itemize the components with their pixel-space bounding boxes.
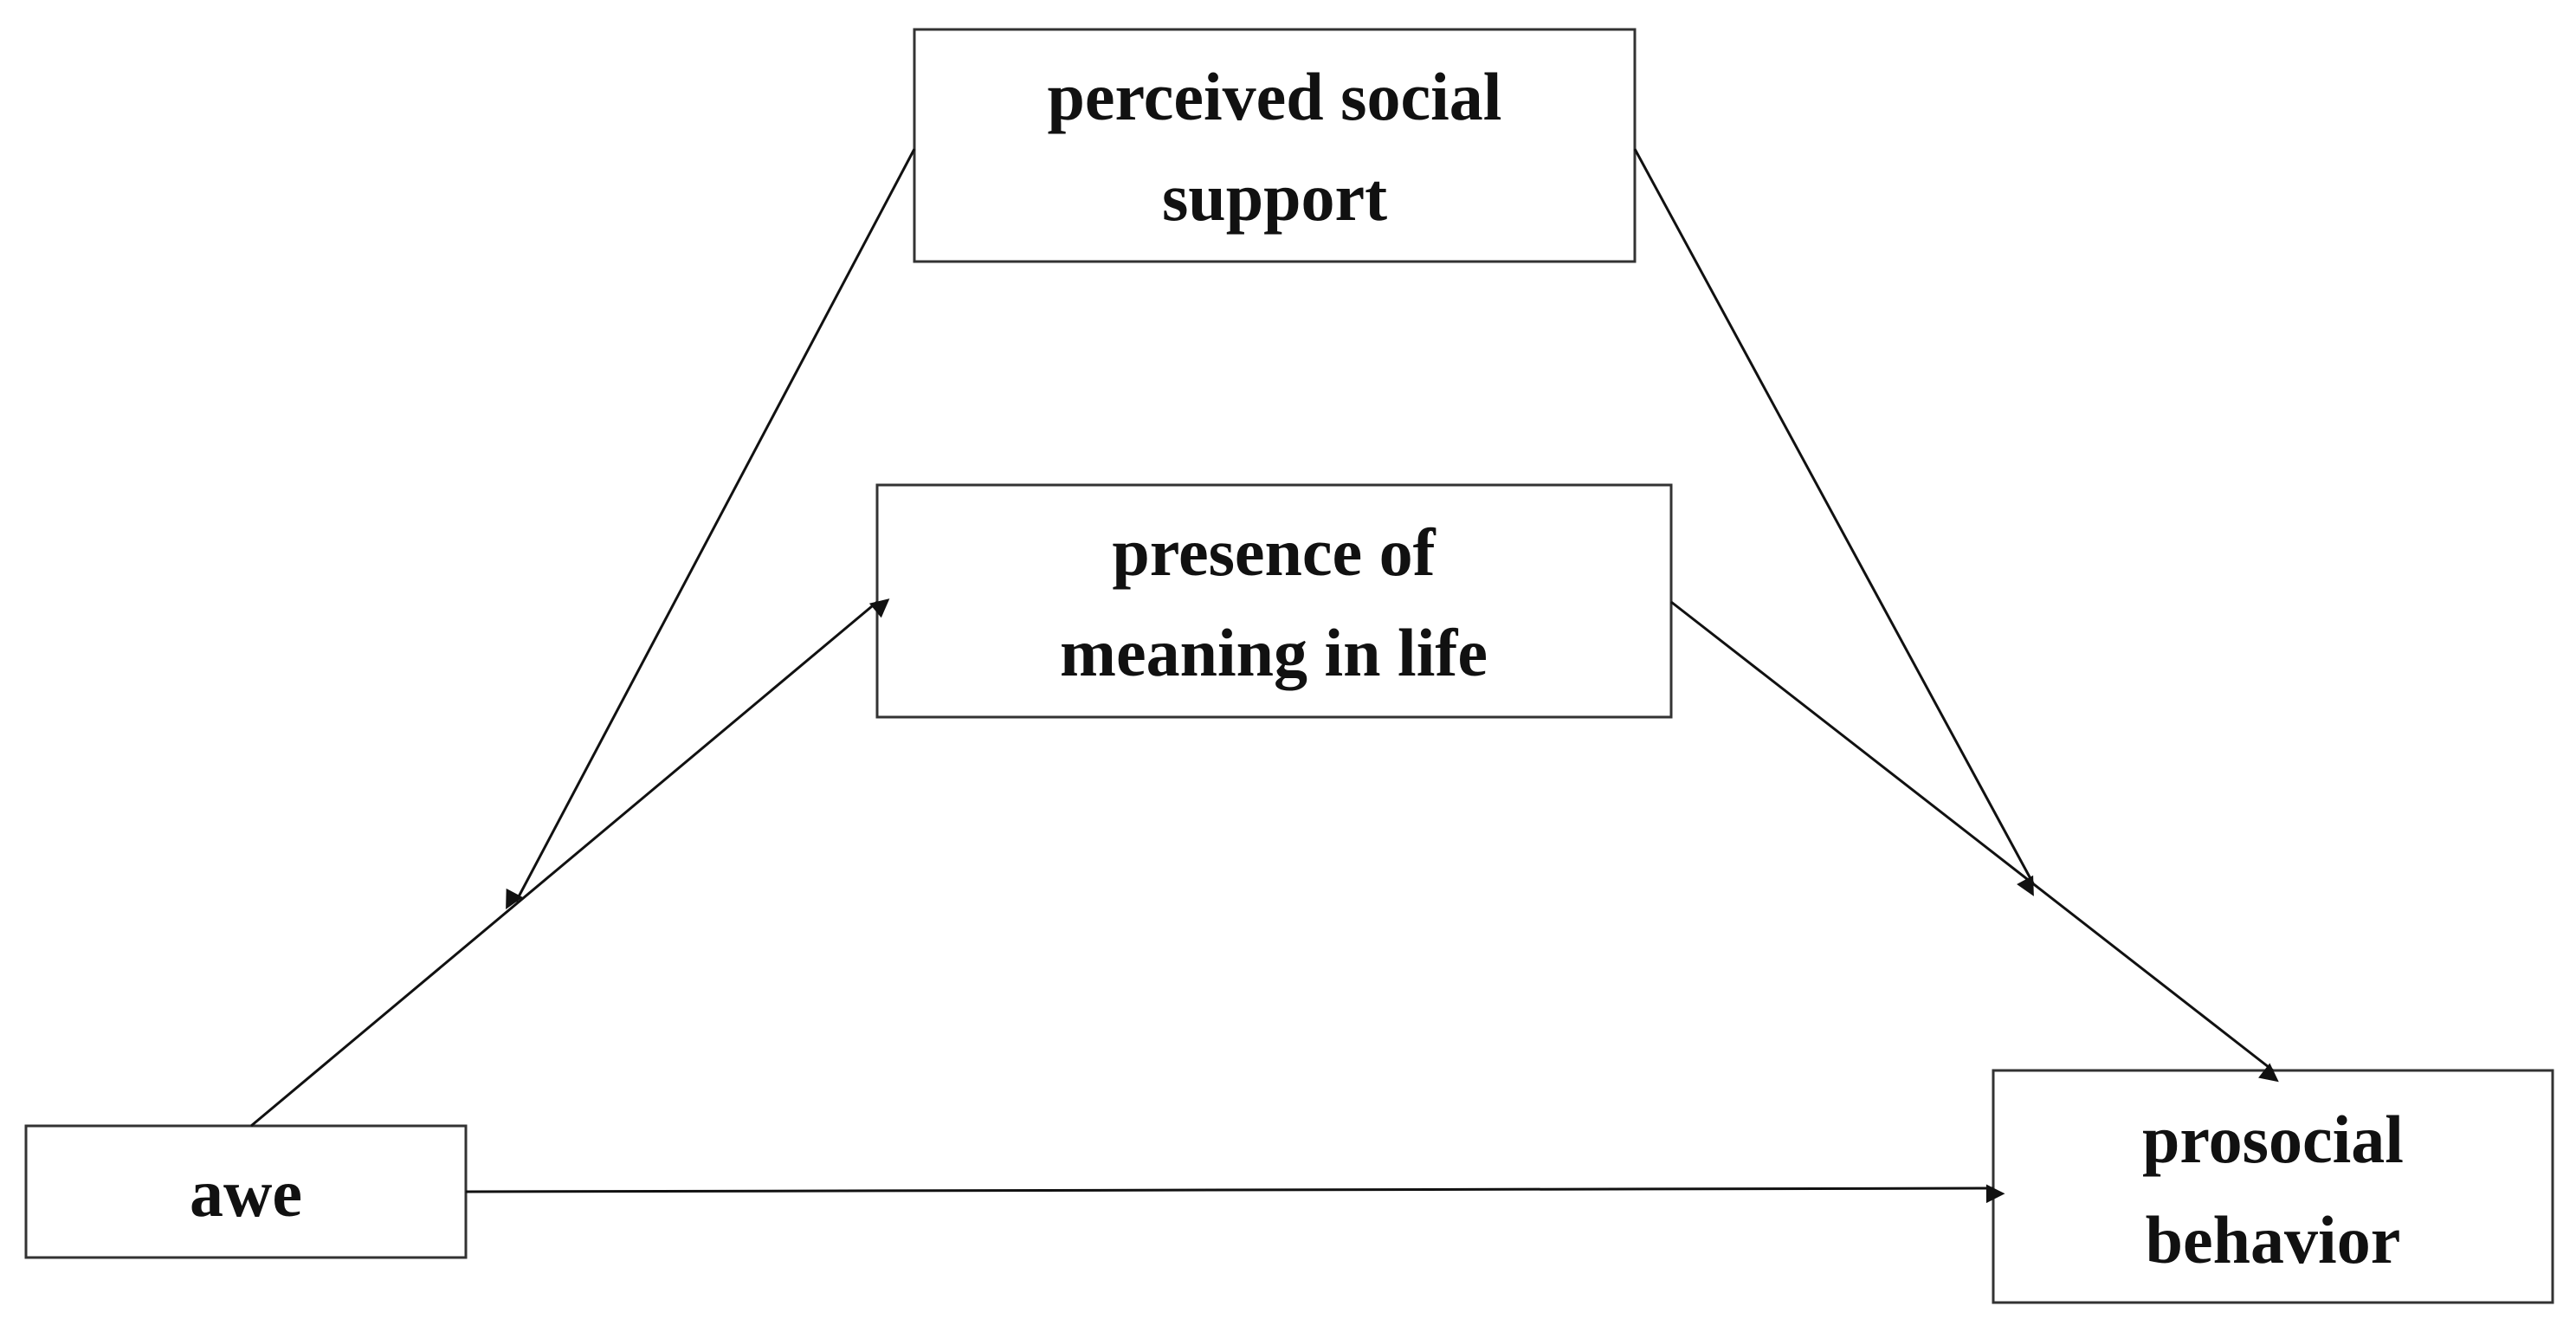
node-presence-of-meaning-in-life: presence of meaning in life [875,483,1673,719]
node-label-line2: behavior [2146,1202,2401,1277]
node-label-line2: support [1162,159,1387,235]
edge-meaning-to-prosocial [1670,600,2279,1083]
node-awe: awe [24,1124,468,1259]
node-box [1992,1069,2554,1304]
node-label-line1: perceived social [1048,59,1502,134]
edge-awe-to-meaning [250,598,890,1128]
node-prosocial-behavior: prosocial behavior [1992,1069,2554,1304]
edge-awe-to-prosocial [465,1184,2005,1204]
node-box [875,483,1673,719]
node-box [24,1124,468,1259]
node-label-line1: prosocial [2142,1102,2404,1177]
edge-support-moderates-right-path [1633,148,2035,896]
node-label: awe [190,1155,302,1231]
edge-support-moderates-left-path [506,148,916,909]
node-box [913,28,1637,263]
node-label-line1: presence of [1112,514,1436,590]
node-perceived-social-support: perceived social support [913,28,1637,263]
node-label-line2: meaning in life [1060,615,1488,690]
